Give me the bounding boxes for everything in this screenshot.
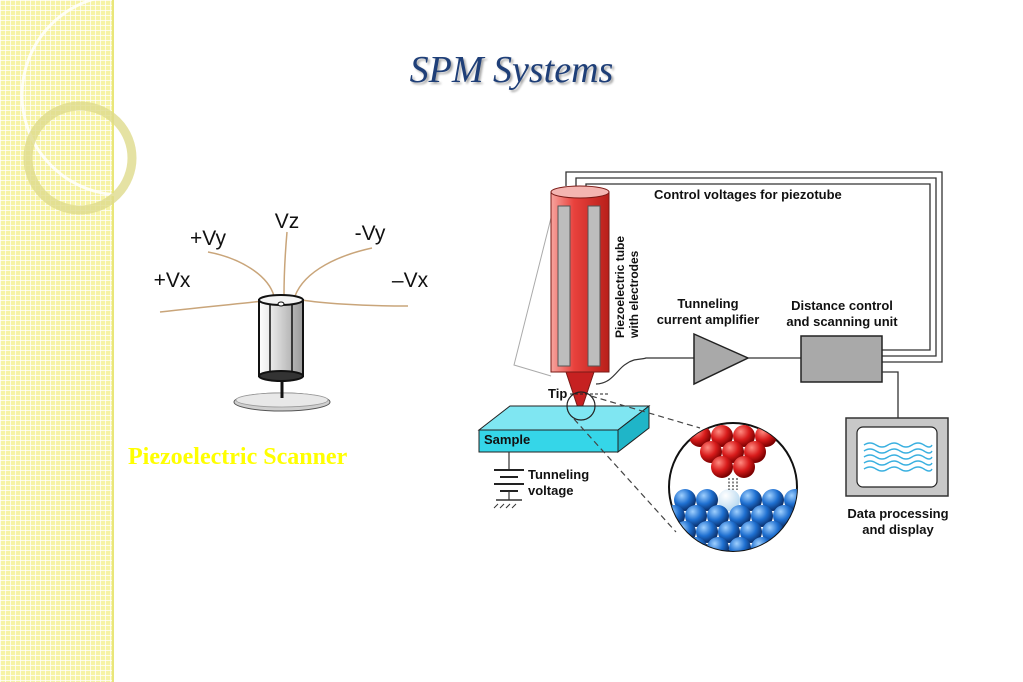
sample-label: Sample [484,432,530,447]
decorative-rings [20,0,224,215]
piezo-tube-label-line1: Piezoelectric tube [613,236,627,338]
plus-vx-label: +Vx [154,269,191,292]
tunneling-voltage-label-line1: Tunneling [528,467,589,482]
control-voltages-label: Control voltages for piezotube [654,187,842,202]
sidebar-divider [112,0,114,682]
tunneling-voltage-label-line2: voltage [528,483,574,498]
distance-control-label-line2: and scanning unit [786,314,898,329]
stm-system-diagram [477,171,949,552]
distance-control-label-line1: Distance control [791,298,893,313]
piezo-scanner-illustration [159,231,409,412]
amplifier-label-line1: Tunneling [677,296,738,311]
minus-vx-label: –Vx [392,269,429,292]
piezo-tube-label-line2: with electrodes [627,250,641,339]
data-processing-label-line1: Data processing [847,506,948,521]
tip-label: Tip [548,386,567,401]
scanner-caption: Piezoelectric Scanner [128,444,348,470]
data-processing-label-line2: and display [862,522,934,537]
vz-label: Vz [275,210,300,233]
plus-vy-label: +Vy [190,227,226,250]
amplifier-label-line2: current amplifier [657,312,760,327]
slide-title: SPM Systems [409,49,614,91]
minus-vy-label: -Vy [355,222,386,245]
